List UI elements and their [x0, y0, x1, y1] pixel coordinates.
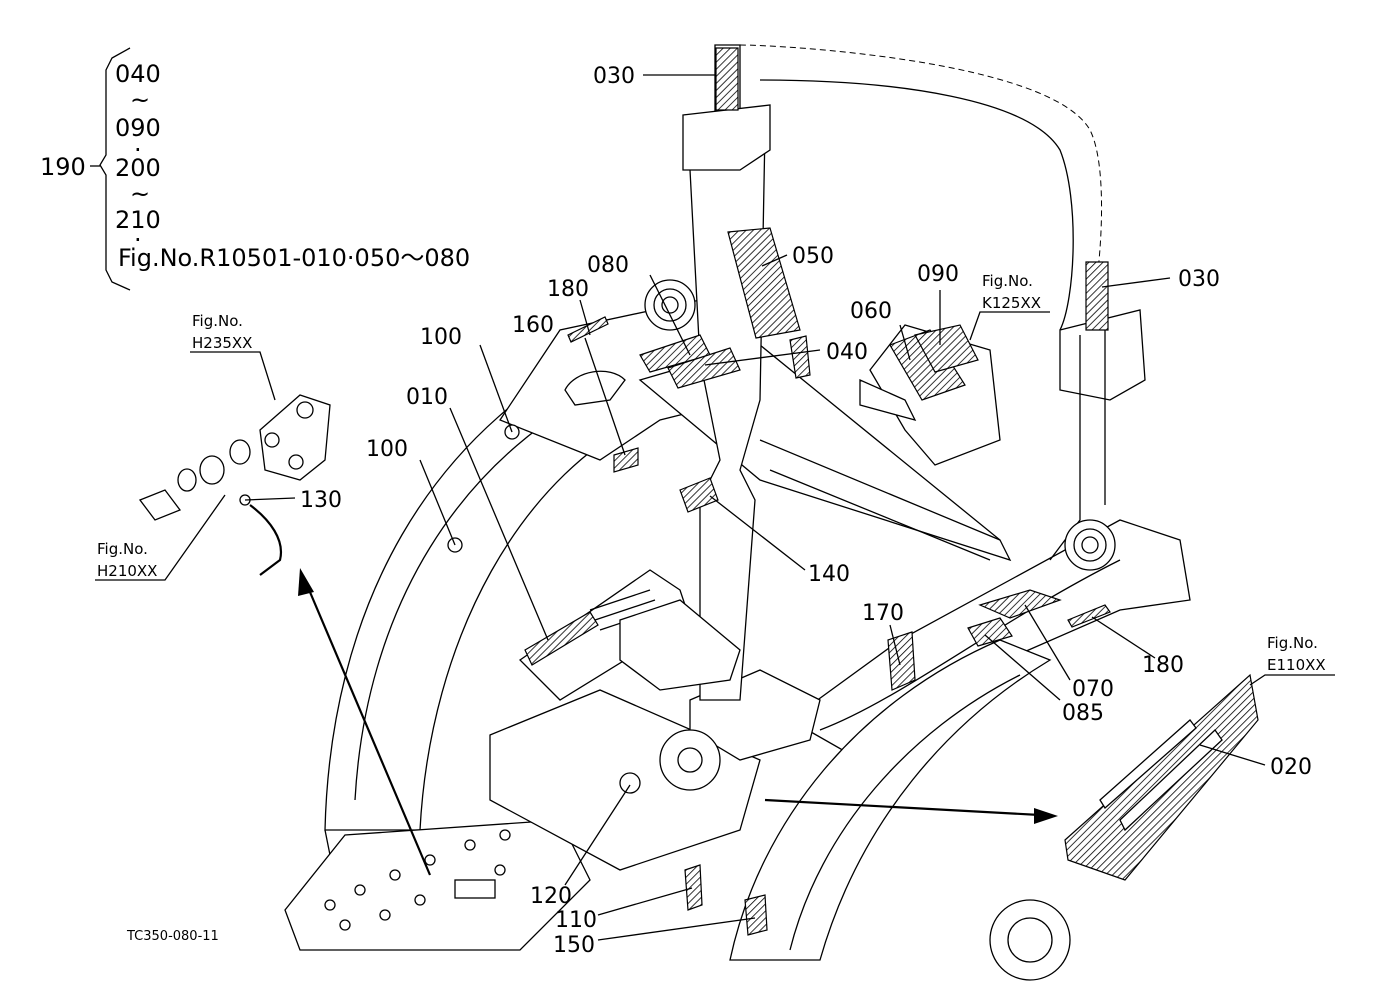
fig-ref-e110-line1: Fig.No. — [1267, 634, 1318, 652]
callout-030-right: 030 — [1178, 267, 1220, 292]
decal-160 — [613, 447, 639, 473]
callout-020: 020 — [1270, 755, 1312, 780]
callout-010: 010 — [406, 385, 448, 410]
decal-030-left — [715, 47, 739, 111]
drawing-code: TC350-080-11 — [126, 929, 219, 944]
floor-plate-holes — [324, 829, 511, 931]
callout-090: 090 — [917, 262, 959, 287]
decal-140 — [679, 477, 719, 513]
bracket-line-6: ~ — [130, 180, 150, 208]
decal-010 — [524, 611, 599, 666]
callout-160: 160 — [512, 313, 554, 338]
callout-180-top: 180 — [547, 277, 589, 302]
bracket-line-4: · — [134, 136, 142, 164]
fig-ref-h210-line1: Fig.No. — [97, 540, 148, 558]
decal-110 — [684, 864, 703, 911]
bracket-line-5: 200 — [115, 154, 161, 182]
callout-140: 140 — [808, 562, 850, 587]
decal-030-right — [1085, 261, 1109, 331]
callout-085: 085 — [1062, 701, 1104, 726]
callout-180-right: 180 — [1142, 653, 1184, 678]
fig-ref-k125-line2: K125XX — [982, 294, 1041, 312]
bracket-label: 190 — [40, 153, 86, 181]
reflector-right — [1064, 519, 1116, 571]
decal-040 — [789, 335, 811, 379]
decal-070 — [978, 589, 1062, 619]
callout-070: 070 — [1072, 677, 1114, 702]
decal-080b — [667, 347, 741, 389]
bracket-line-8: · — [134, 226, 142, 254]
callout-110: 110 — [555, 908, 597, 933]
reflector-left — [644, 279, 696, 331]
fig-ref-h210-line2: H210XX — [97, 562, 157, 580]
callout-060: 060 — [850, 299, 892, 324]
fig-ref-h235-line1: Fig.No. — [192, 312, 243, 330]
bracket-line-2: ~ — [130, 86, 150, 114]
decal-085 — [967, 617, 1013, 647]
decal-090 — [914, 324, 979, 373]
callout-030-left: 030 — [593, 64, 635, 89]
figure-references: Fig.No. H235XX Fig.No. H210XX Fig.No. K1… — [97, 272, 1326, 674]
callout-170: 170 — [862, 601, 904, 626]
callout-100-bottom: 100 — [366, 437, 408, 462]
leader-lines — [90, 47, 1335, 941]
callout-120: 120 — [530, 884, 572, 909]
callout-100-top: 100 — [420, 325, 462, 350]
bracket-group: 190 040 ~ 090 · 200 ~ 210 · Fig.No.R1050… — [40, 60, 470, 272]
decal-050 — [727, 227, 801, 339]
decal-180b — [1067, 604, 1111, 628]
callout-130: 130 — [300, 488, 342, 513]
callouts: 030 030 050 080 180 160 040 100 010 100 … — [300, 64, 1312, 958]
fig-ref-e110-line2: E110XX — [1267, 656, 1326, 674]
decal-group — [239, 47, 1111, 936]
fig-ref-k125-line1: Fig.No. — [982, 272, 1033, 290]
callout-080: 080 — [587, 253, 629, 278]
bracket-line-9: Fig.No.R10501-010·050～080 — [118, 244, 470, 272]
callout-050: 050 — [792, 244, 834, 269]
bracket-line-7: 210 — [115, 206, 161, 234]
callout-040: 040 — [826, 340, 868, 365]
decal-170 — [887, 631, 916, 691]
fig-ref-h235-line2: H235XX — [192, 334, 252, 352]
bracket-line-3: 090 — [115, 114, 161, 142]
bracket-line-1: 040 — [115, 60, 161, 88]
callout-150: 150 — [553, 933, 595, 958]
decal-150 — [744, 894, 768, 936]
